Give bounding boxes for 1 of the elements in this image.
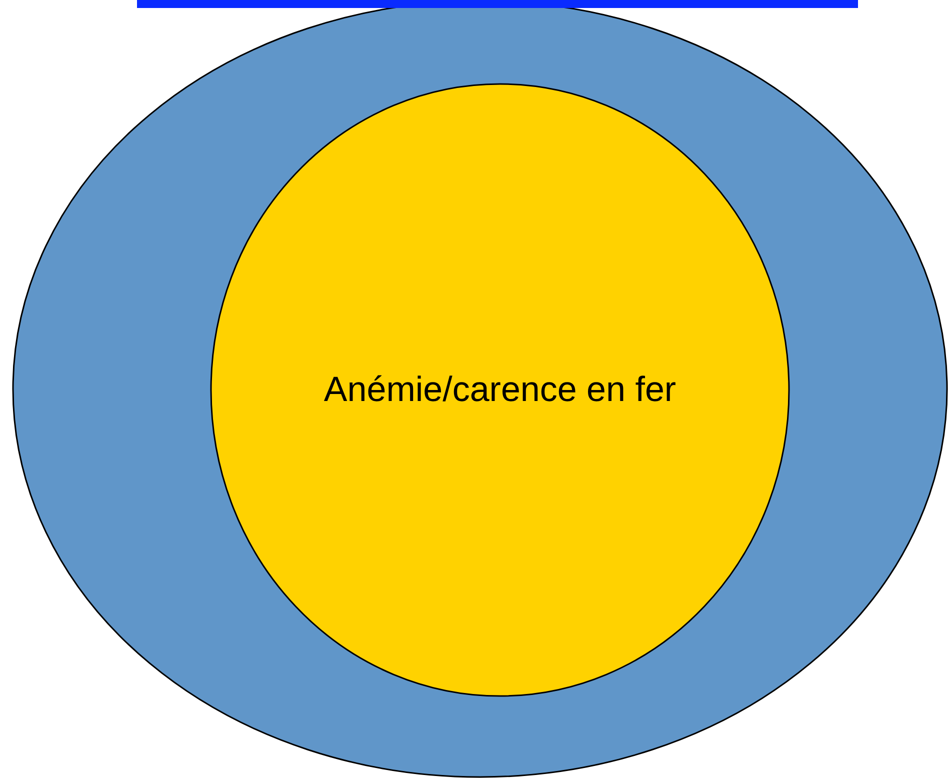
circle-label: Anémie/carence en fer [324, 370, 676, 410]
